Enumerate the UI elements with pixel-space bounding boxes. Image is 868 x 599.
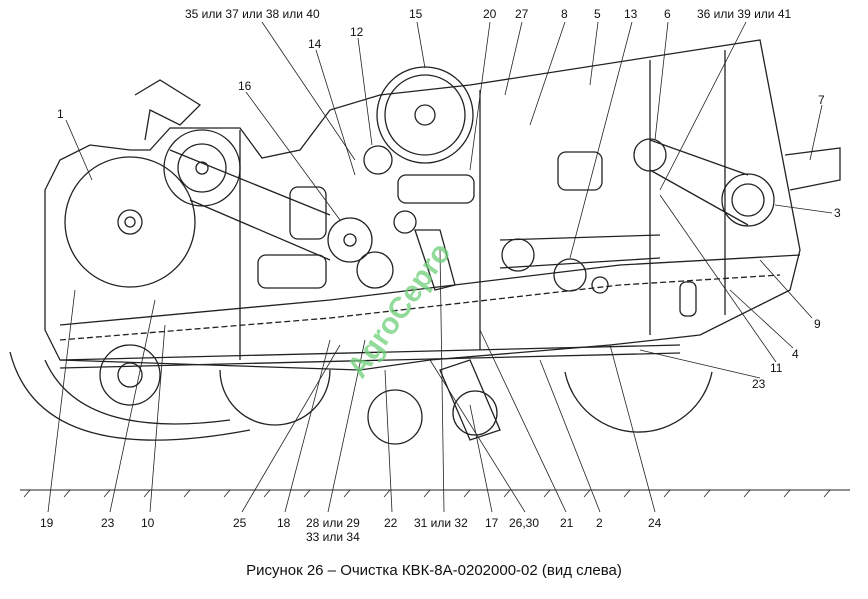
tension-lever	[414, 229, 456, 291]
label-4: 4	[792, 347, 799, 361]
hub-left	[99, 344, 161, 406]
label-19: 19	[40, 516, 54, 530]
label-31-32: 31 или 32	[414, 516, 468, 530]
pulley-16	[327, 217, 373, 263]
label-13: 13	[624, 7, 638, 21]
label-26-30: 26,30	[509, 516, 539, 530]
label-15: 15	[409, 7, 423, 21]
label-20: 20	[483, 7, 497, 21]
label-10: 10	[141, 516, 155, 530]
watermark: AgroCepro	[341, 237, 458, 384]
figure-caption: Рисунок 26 – Очистка КВК-8А-0202000-02 (…	[246, 562, 622, 579]
label-23-right: 23	[752, 377, 766, 391]
rear-wheel-left	[219, 369, 331, 426]
fan-hub-inner	[124, 216, 136, 228]
rear-wheel-right	[564, 371, 713, 433]
label-12: 12	[350, 25, 364, 39]
label-1: 1	[57, 107, 64, 121]
pulley-6	[633, 138, 667, 172]
label-28-29: 28 или 29	[306, 516, 360, 530]
wheel-15-hub	[414, 104, 436, 126]
label-14: 14	[308, 37, 322, 51]
auger-housing-2	[452, 390, 498, 436]
label-18: 18	[277, 516, 291, 530]
label-36-39-41: 36 или 39 или 41	[697, 7, 792, 21]
fan-housing	[64, 156, 196, 288]
label-7: 7	[818, 93, 825, 107]
label-21: 21	[560, 516, 574, 530]
label-23-left: 23	[101, 516, 115, 530]
body-outline	[44, 39, 801, 371]
label-3: 3	[834, 206, 841, 220]
label-22: 22	[384, 516, 398, 530]
frame-rail-2	[59, 352, 681, 369]
label-27: 27	[515, 7, 529, 21]
label-25: 25	[233, 516, 247, 530]
window-3	[397, 174, 475, 204]
label-5: 5	[594, 7, 601, 21]
ground-hatch	[23, 489, 831, 498]
wheel-15	[376, 66, 474, 164]
label-9: 9	[814, 317, 821, 331]
drive-pulley-hub	[195, 161, 209, 175]
belt-lower	[499, 234, 661, 269]
pulley-mid-2	[553, 258, 587, 292]
belt-main	[649, 139, 749, 226]
pulley-3-inner	[731, 183, 765, 217]
wheel-15-inner	[384, 74, 466, 156]
auger-housing	[367, 389, 423, 445]
label-33-34: 33 или 34	[306, 530, 360, 544]
window-4	[557, 151, 603, 191]
pulley-small	[393, 210, 417, 234]
drive-pulley	[163, 129, 241, 207]
pulley-16-hub	[343, 233, 357, 247]
front-arc	[9, 351, 251, 441]
frame-rail	[59, 344, 681, 361]
sieve-lower	[59, 274, 781, 341]
fan-hub	[117, 209, 143, 235]
belt-left	[169, 149, 331, 261]
window-1	[289, 186, 327, 240]
label-35-37-38-40: 35 или 37 или 38 или 40	[185, 7, 320, 21]
pulley-3	[721, 173, 775, 227]
leader-lines	[47, 21, 833, 513]
window-2	[257, 254, 327, 289]
sprocket	[356, 251, 394, 289]
window-5	[679, 281, 697, 317]
elevator-arm	[439, 359, 501, 441]
pulley-12	[363, 145, 393, 175]
label-2: 2	[596, 516, 603, 530]
label-11: 11	[770, 361, 783, 375]
label-17: 17	[485, 516, 499, 530]
sieve-upper	[59, 254, 801, 326]
pulley-mid-3	[591, 276, 609, 294]
drive-pulley-inner	[177, 143, 227, 193]
label-8: 8	[561, 7, 568, 21]
label-6: 6	[664, 7, 671, 21]
tail-board	[784, 147, 841, 191]
label-24: 24	[648, 516, 662, 530]
label-16: 16	[238, 79, 252, 93]
front-arc-inner	[44, 359, 231, 425]
hub-left-inner	[117, 362, 143, 388]
top-crane	[134, 79, 202, 141]
